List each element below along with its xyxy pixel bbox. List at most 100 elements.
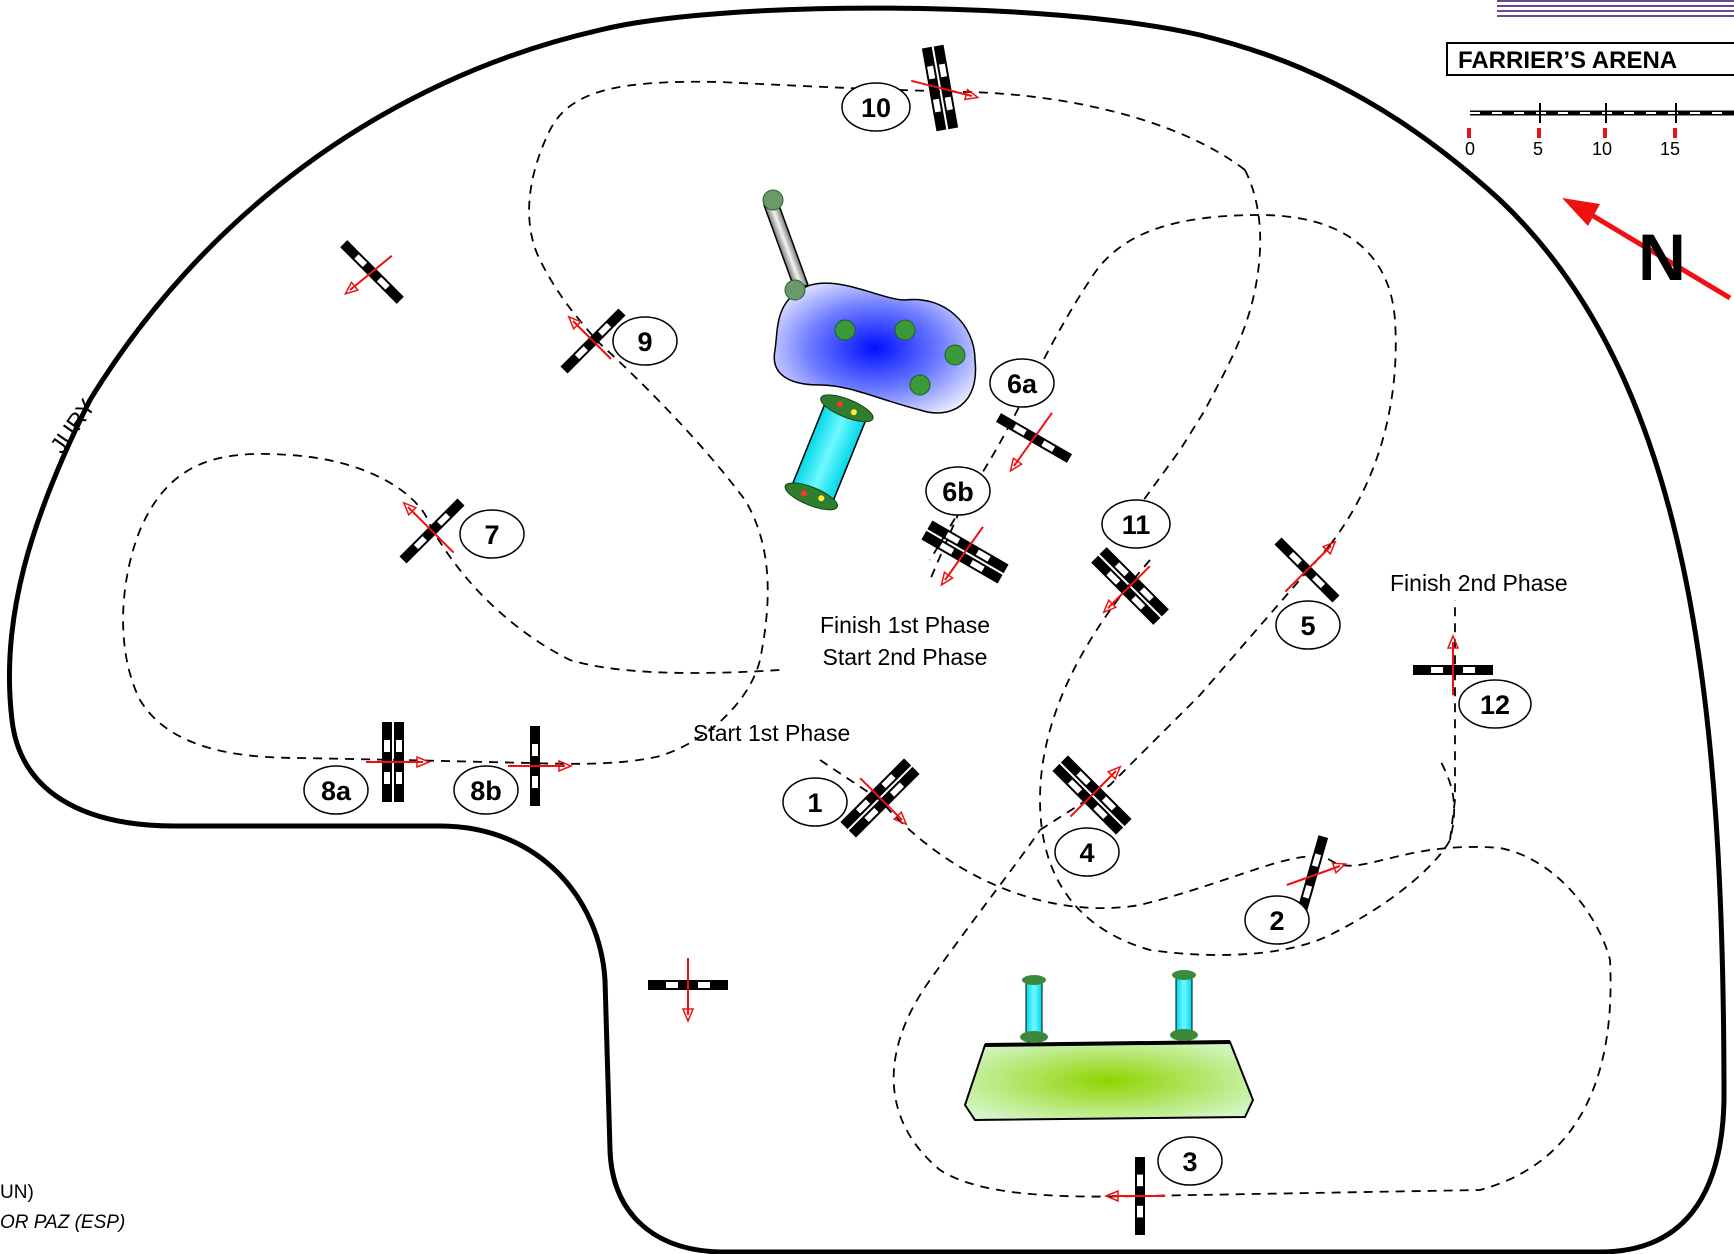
fence-3-arrowhead	[1104, 1189, 1119, 1203]
fence-5-direction-arrow	[1284, 545, 1332, 593]
fence-7-direction-arrow	[407, 506, 455, 554]
fence-6b-direction-arrow	[944, 526, 984, 581]
finish-1st-phase-label: Finish 1st Phase	[820, 612, 990, 638]
fence-8b-arrowhead	[558, 759, 573, 773]
fence-10-stripe	[944, 96, 953, 111]
fence-11-stripe	[1106, 570, 1121, 585]
fence-3-stripe	[1137, 1174, 1143, 1187]
fence-7-stripe	[437, 512, 451, 526]
jury-label: JURY	[45, 394, 101, 458]
scale-tick-15: 15	[1660, 139, 1680, 159]
fence-10-arrowhead	[963, 88, 980, 101]
arena-title-box: FARRIER’S ARENA	[1446, 42, 1734, 76]
scale-tick-0: 0	[1465, 139, 1475, 159]
fence-10-stripe	[927, 65, 936, 80]
cyan-liverpool	[784, 394, 874, 511]
credit-line-2: OR PAZ (ESP)	[0, 1212, 126, 1233]
north-arrow-icon: N	[1562, 198, 1732, 301]
scale-bar: 0 5 10 15	[1465, 103, 1734, 159]
fence-1-direction-arrow	[859, 777, 903, 821]
fence-2-arrowhead	[1331, 862, 1348, 875]
obstacle-5-label: 5	[1300, 611, 1315, 641]
fence-4-stripe	[1076, 770, 1091, 786]
obstacle-1: 1	[782, 777, 848, 827]
fence-4-stripe	[1101, 796, 1117, 811]
fence-11-stripe	[1114, 562, 1129, 577]
fence-12-stripe	[1431, 667, 1443, 673]
fence-6a-direction-arrow	[1013, 412, 1053, 467]
obstacle-5: 5	[1275, 600, 1341, 650]
fence-1-stripe	[864, 807, 879, 823]
obstacle-6a-label: 6a	[1007, 369, 1038, 399]
obstacle-2: 2	[1244, 895, 1310, 945]
fence-practice-2-stripe	[666, 982, 678, 988]
course-route	[122, 80, 1612, 1198]
fence-7-stripe	[413, 536, 427, 550]
obstacle-6a: 6a	[989, 358, 1055, 408]
fence-9-arrowhead	[567, 315, 583, 331]
arena-title: FARRIER’S ARENA	[1458, 47, 1678, 74]
fence-4-stripe	[1067, 779, 1083, 794]
fence-2-stripe	[1311, 853, 1322, 868]
fence-11-direction-arrow	[1107, 565, 1151, 609]
fence-8a-stripe	[384, 772, 390, 784]
platform-pole-right	[1175, 974, 1193, 1036]
fence-10-direction-arrow	[910, 79, 973, 97]
fence-6a-stripe	[1012, 424, 1027, 436]
obstacle-11-label: 11	[1122, 510, 1151, 540]
fence-11-arrowhead	[1102, 598, 1118, 614]
fence-1-stripe	[889, 782, 905, 797]
title-decor-lines	[1497, 0, 1734, 24]
fence-11-stripe	[1139, 587, 1154, 602]
obstacle-12: 12	[1458, 679, 1532, 729]
obstacle-4: 4	[1054, 827, 1120, 877]
green-platform	[963, 1040, 1255, 1122]
obstacle-8a-label: 8a	[321, 776, 352, 806]
obstacle-number-group: 1 2 3 4 5 6a 6b 7 8a 8b 9 10 11 12	[303, 82, 1532, 1186]
water-pond	[773, 282, 977, 414]
fence-6b-arrowhead	[940, 570, 954, 587]
fence-12-stripe	[1463, 667, 1475, 673]
fence-group	[340, 44, 1493, 1235]
obstacle-6b: 6b	[925, 466, 991, 516]
fence-2-direction-arrow	[1286, 865, 1341, 886]
grey-pole	[763, 199, 809, 291]
fence-1-arrowhead	[892, 810, 908, 826]
obstacle-11: 11	[1101, 499, 1171, 549]
fence-8b-stripe	[532, 744, 538, 756]
obstacle-10: 10	[841, 82, 911, 132]
obstacle-4-label: 4	[1079, 838, 1094, 868]
obstacle-1-label: 1	[807, 788, 822, 818]
obstacle-7: 7	[459, 509, 525, 559]
fence-9-direction-arrow	[572, 320, 612, 360]
fence-8b-stripe	[532, 776, 538, 788]
fence-8a-arrowhead	[416, 755, 431, 769]
fence-9-stripe	[598, 322, 612, 336]
obstacle-8b: 8b	[453, 765, 519, 815]
start-2nd-phase-label: Start 2nd Phase	[823, 644, 988, 670]
fence-6b-stripe	[975, 549, 991, 562]
north-label: N	[1638, 220, 1686, 294]
fence-5-stripe	[1312, 575, 1326, 589]
fence-6a-stripe	[1041, 440, 1056, 452]
fence-8a-stripe	[396, 772, 402, 784]
fence-1-stripe	[881, 773, 896, 789]
finish-2nd-phase-label: Finish 2nd Phase	[1390, 570, 1568, 596]
fence-11-stripe	[1131, 595, 1146, 610]
obstacle-9: 9	[612, 316, 678, 366]
fence-10-stripe	[932, 98, 942, 113]
credit-line-1: UN)	[0, 1182, 34, 1203]
obstacle-3-label: 3	[1182, 1147, 1197, 1177]
fence-10-stripe	[938, 63, 948, 78]
scale-tick-5: 5	[1533, 139, 1543, 159]
fence-practice-2-arrowhead	[681, 1008, 695, 1023]
fence-3-stripe	[1137, 1205, 1143, 1218]
scale-tick-10: 10	[1592, 139, 1612, 159]
fence-2-stripe	[1302, 884, 1313, 899]
fence-practice-1-stripe	[376, 276, 390, 290]
fence-9-stripe	[574, 346, 588, 360]
fence-practice-1-direction-arrow	[349, 255, 393, 291]
fence-practice-1-arrowhead	[343, 280, 360, 296]
obstacle-10-label: 10	[861, 93, 891, 123]
